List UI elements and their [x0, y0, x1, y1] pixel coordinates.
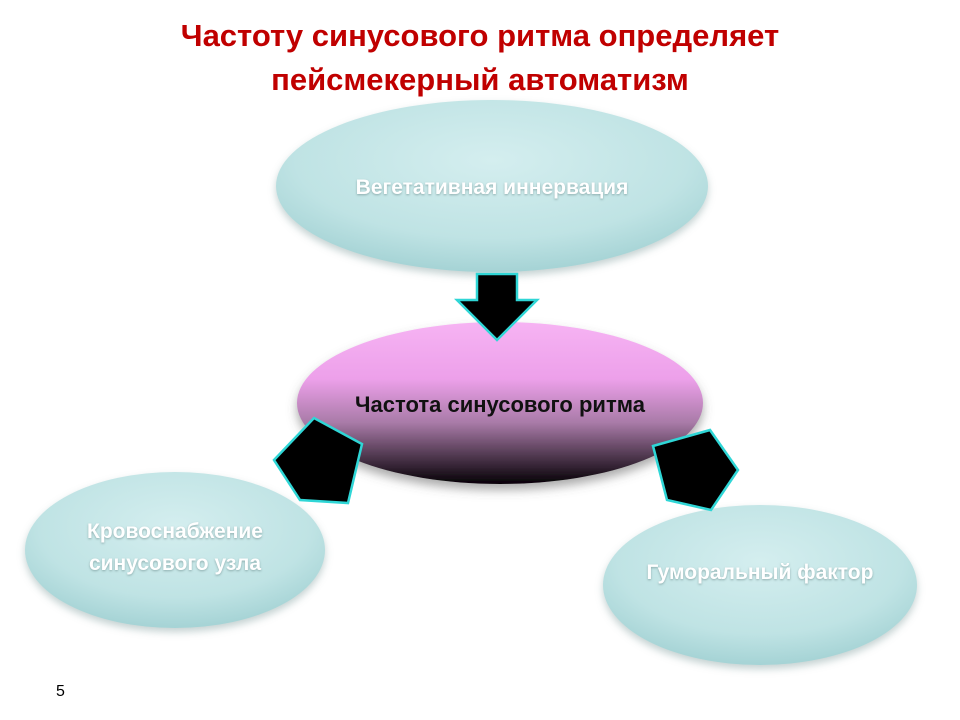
- node-vegetative-text: Вегетативная иннервация: [355, 176, 629, 199]
- node-center-text: Частота синусового ритма: [355, 392, 645, 417]
- slide-title: Частоту синусового ритма определяет пейс…: [0, 14, 960, 102]
- node-vegetative-label: Вегетативная иннервация: [292, 168, 692, 208]
- node-center-ellipse: [297, 322, 703, 484]
- node-humoral-ellipse: [603, 505, 917, 665]
- slide-title-line-1: Частоту синусового ритма определяет: [180, 18, 780, 53]
- arrow-from-humoral: [651, 428, 740, 512]
- slide-title-line-2: пейсмекерный автоматизм: [271, 62, 689, 97]
- node-humoral-text: Гуморальный фактор: [646, 561, 874, 584]
- node-vegetative-ellipse: [276, 100, 708, 272]
- node-center-label: Частота синусового ритма: [296, 385, 704, 425]
- node-humoral-label: Гуморальный фактор: [605, 553, 915, 593]
- page-number: 5: [56, 683, 65, 700]
- node-blood-supply-label: Кровоснабжение синусового узла: [35, 512, 315, 584]
- arrow-from-blood-supply: [272, 416, 364, 505]
- node-blood-supply-line-1: Кровоснабжение: [87, 520, 263, 543]
- arrow-down-from-vegetative: [453, 272, 541, 342]
- node-blood-supply-line-2: синусового узла: [88, 552, 262, 575]
- node-blood-supply-ellipse: [25, 472, 325, 628]
